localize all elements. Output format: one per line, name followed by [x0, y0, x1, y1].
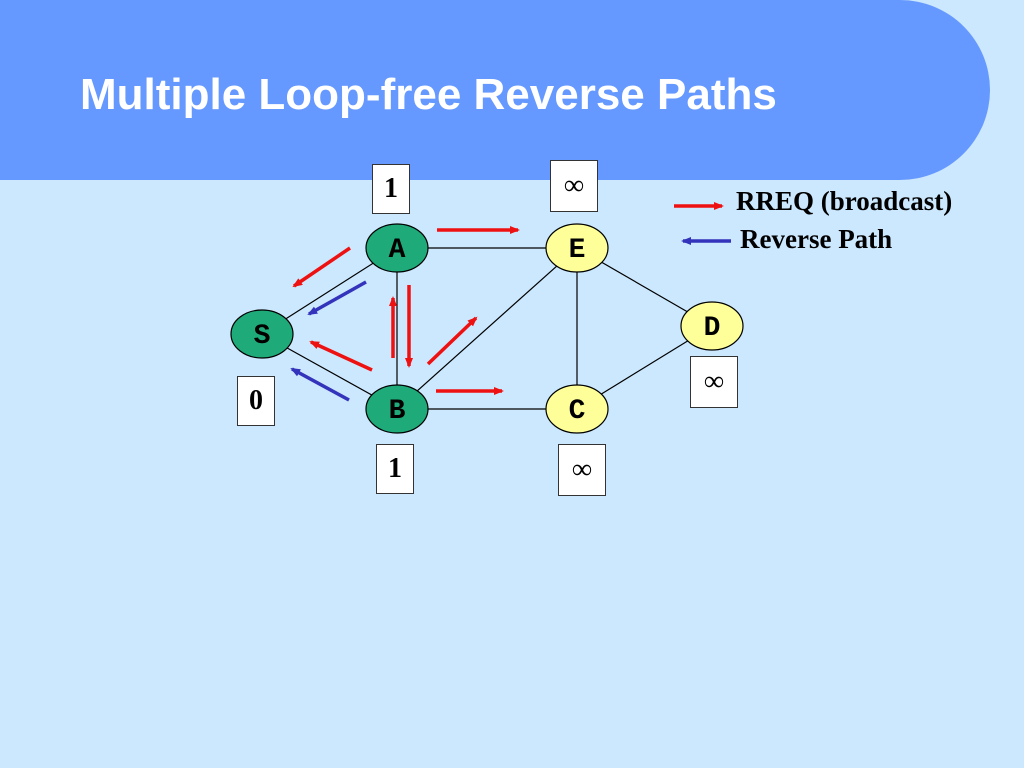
distance-box-c: ∞: [558, 444, 606, 496]
node-e-label: E: [569, 235, 586, 266]
edge-b-e: [396, 247, 578, 410]
rreq-arrow-a-s: [292, 246, 351, 288]
node-s: S: [230, 309, 294, 359]
rreq-arrow-b-e: [426, 316, 478, 366]
distance-box-b: 1: [376, 444, 414, 494]
distance-box-s: 0: [237, 376, 275, 426]
slide-title: Multiple Loop-free Reverse Paths: [80, 70, 777, 119]
distance-box-e: ∞: [550, 160, 598, 212]
node-s-label: S: [254, 321, 271, 352]
node-e: E: [545, 223, 609, 273]
node-d-label: D: [704, 313, 721, 344]
rreq-arrow-b-s: [309, 340, 373, 372]
node-d-circle: [680, 301, 744, 351]
node-a-label: A: [389, 235, 406, 266]
node-b-label: B: [389, 396, 406, 427]
node-b-circle: [365, 384, 429, 434]
title-banner: [0, 0, 990, 180]
legend-rreq-label: RREQ (broadcast): [736, 186, 953, 216]
node-e-circle: [545, 223, 609, 273]
node-a: A: [365, 223, 429, 273]
node-c-label: C: [569, 396, 586, 427]
node-c: C: [545, 384, 609, 434]
node-a-circle: [365, 223, 429, 273]
distance-box-a: 1: [372, 164, 410, 214]
node-c-circle: [545, 384, 609, 434]
reverse-arrow-b-s: [290, 367, 350, 402]
legend-reverse-label: Reverse Path: [740, 224, 893, 254]
node-s-circle: [230, 309, 294, 359]
node-b: B: [365, 384, 429, 434]
node-d: D: [680, 301, 744, 351]
distance-box-d: ∞: [690, 356, 738, 408]
reverse-arrow-a-s: [307, 280, 367, 316]
